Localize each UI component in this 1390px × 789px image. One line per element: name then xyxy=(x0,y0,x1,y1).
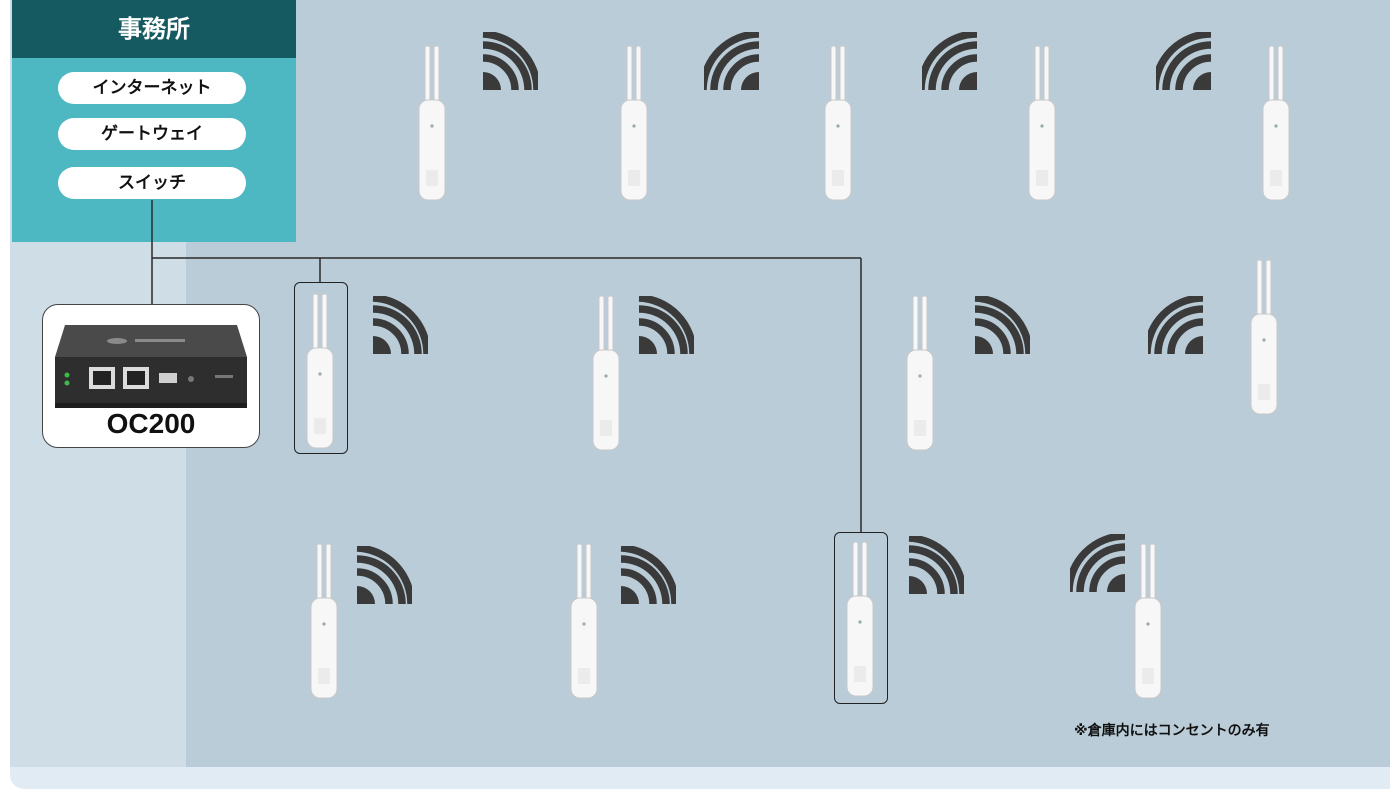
access-point-icon xyxy=(818,42,858,204)
access-point-icon xyxy=(840,538,880,700)
wifi-signal-icon xyxy=(354,546,412,604)
wifi-signal-icon xyxy=(1148,296,1206,354)
access-point-icon xyxy=(614,42,654,204)
access-point-icon xyxy=(1022,42,1062,204)
wifi-signal-icon xyxy=(480,32,538,90)
wifi-signal-icon xyxy=(370,296,428,354)
wifi-signal-icon xyxy=(922,32,980,90)
oc200-card: OC200 xyxy=(42,304,260,448)
access-point-icon xyxy=(586,292,626,454)
access-point-icon xyxy=(300,290,340,452)
oc200-label: OC200 xyxy=(43,408,259,440)
wifi-signal-icon xyxy=(1070,534,1128,592)
controller-device-icon xyxy=(55,317,247,411)
access-point-icon xyxy=(412,42,452,204)
access-point-icon xyxy=(1244,256,1284,418)
access-point-icon xyxy=(1128,540,1168,702)
access-point-icon xyxy=(304,540,344,702)
wifi-signal-icon xyxy=(972,296,1030,354)
footnote: ※倉庫内にはコンセントのみ有 xyxy=(1074,720,1270,740)
wifi-signal-icon xyxy=(906,536,964,594)
wifi-signal-icon xyxy=(1156,32,1214,90)
access-point-icon xyxy=(900,292,940,454)
wifi-signal-icon xyxy=(618,546,676,604)
wifi-signal-icon xyxy=(704,32,762,90)
wifi-signal-icon xyxy=(636,296,694,354)
access-point-icon xyxy=(564,540,604,702)
access-point-icon xyxy=(1256,42,1296,204)
